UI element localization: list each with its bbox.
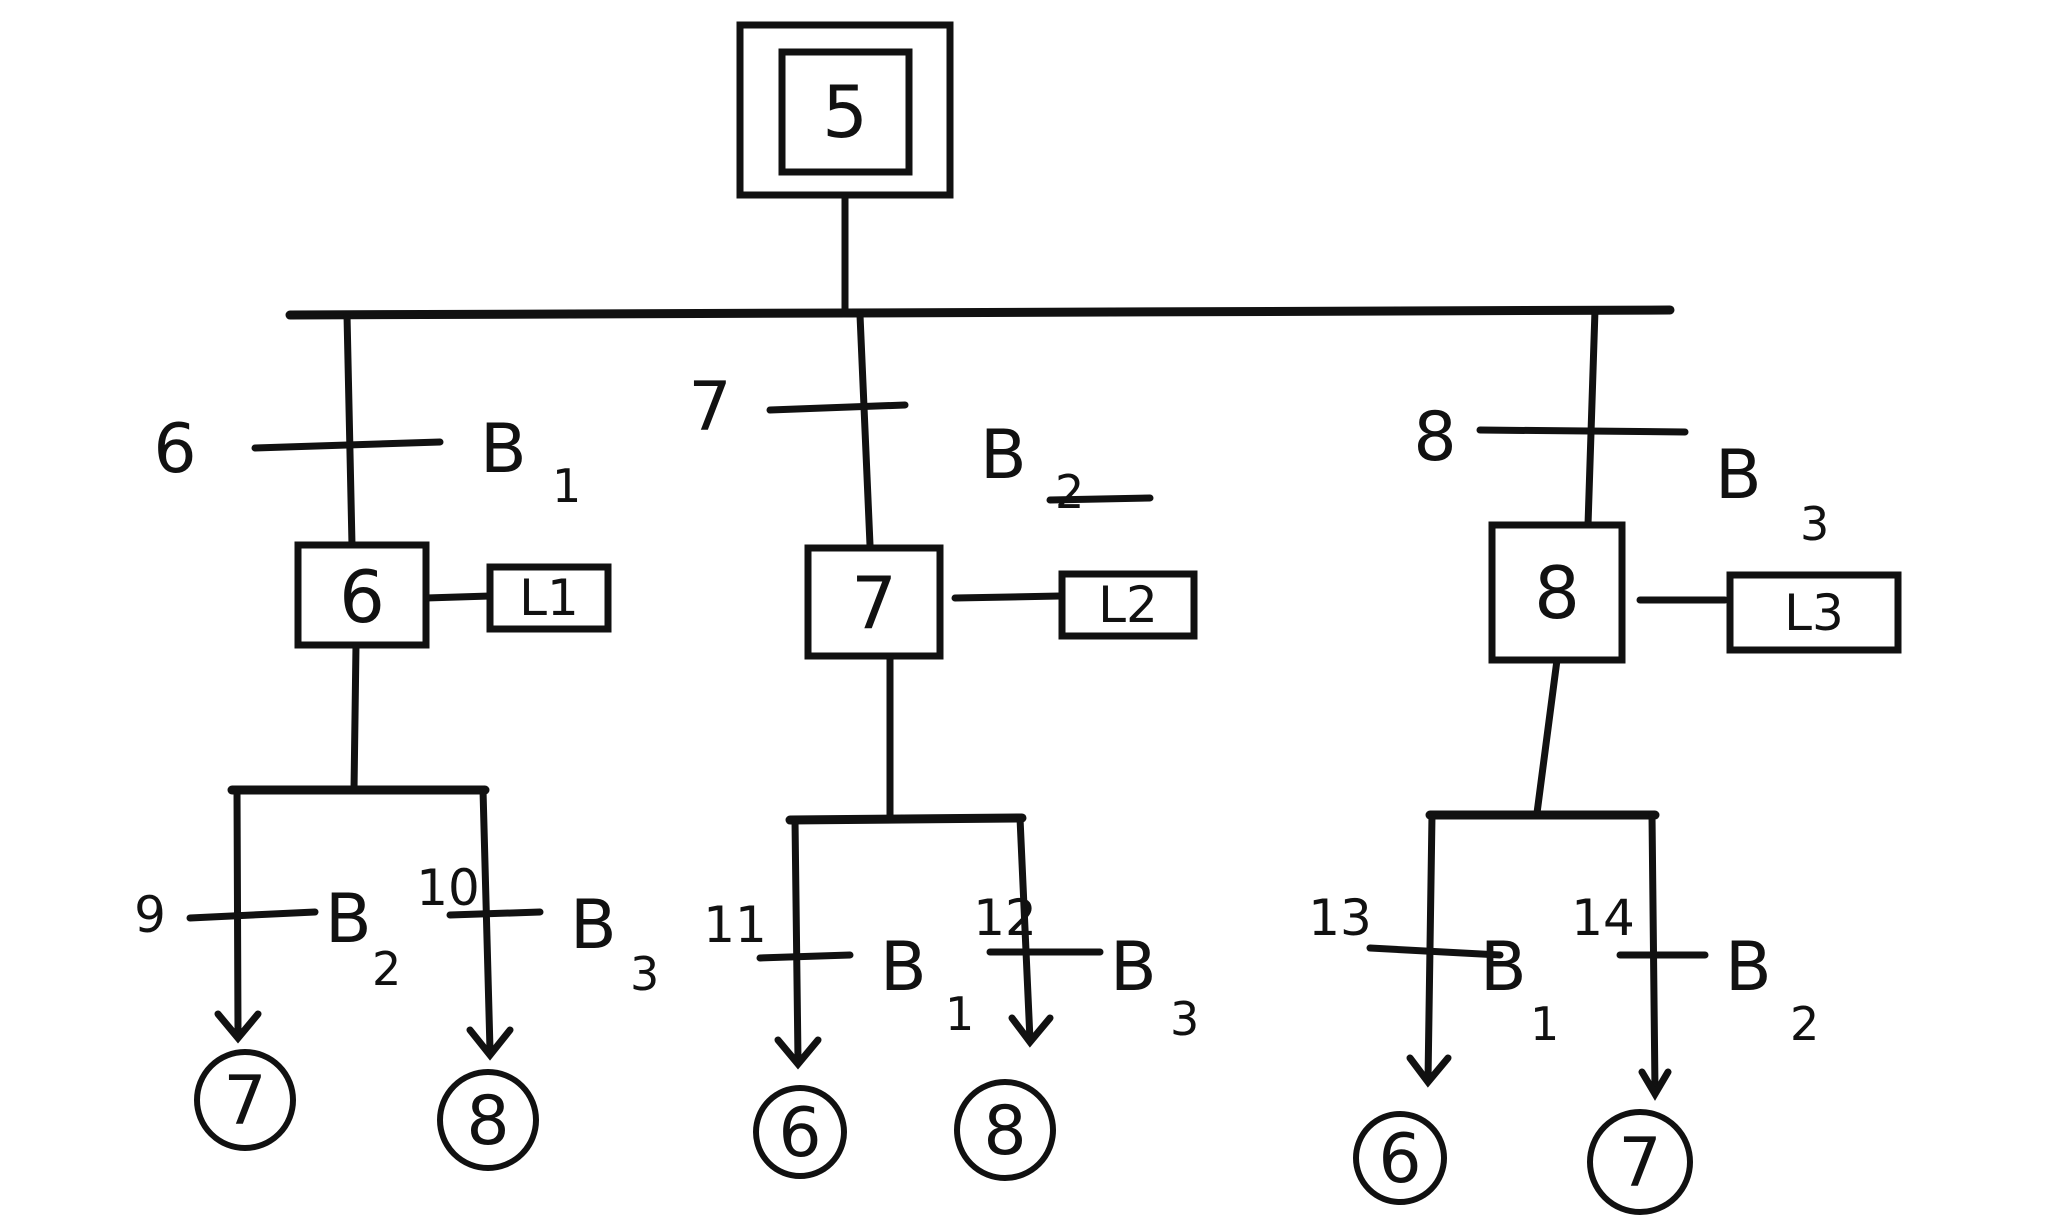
initial-step-label: 5 — [822, 70, 868, 154]
branch-3a-jump-target-label: 6 — [1378, 1120, 1421, 1199]
branch-2b-line — [1016, 814, 1034, 1044]
branch-2b-arrowhead — [1008, 1014, 1054, 1048]
branch-3b-transition-condition: B — [1725, 928, 1772, 1007]
branch-3a-transition-condition: B — [1480, 928, 1527, 1007]
branch-1-action-box — [486, 563, 612, 633]
branch-2b-jump-target-label: 8 — [983, 1092, 1026, 1171]
branch-1-step-label: 6 — [339, 555, 385, 639]
branch-1b-transition-number: 10 — [416, 859, 480, 917]
branch-3a-jump-target-circle — [1353, 1111, 1447, 1205]
branch-1-action-label: L1 — [519, 569, 579, 627]
branch-2b-transition-condition: B — [1110, 928, 1157, 1007]
branch-2-sub-divergence-bar — [785, 813, 1027, 825]
branch-1-action-link — [422, 592, 494, 602]
branch-2-transition-number: 7 — [688, 368, 731, 447]
branch-1-transition-condition: B — [480, 410, 527, 489]
branch-3b-transition-condition-sub: 2 — [1790, 997, 1819, 1051]
branch-1a-line — [233, 786, 242, 1036]
branch-2a-transition-condition-sub: 1 — [945, 987, 974, 1041]
branch-1-transition-condition-sub: 1 — [552, 459, 581, 513]
branch-2a-transition-bar — [756, 951, 854, 962]
branch-2a-jump-target-circle — [753, 1085, 847, 1179]
branch-3a-transition-number: 13 — [1308, 889, 1372, 947]
branch-2-step-box — [804, 544, 944, 660]
branch-2b-transition-condition-sub: 3 — [1170, 992, 1199, 1046]
branch-2-action-label: L2 — [1098, 576, 1158, 634]
branch-1a-transition-number: 9 — [134, 886, 166, 944]
branch-1b-transition-condition: B — [570, 886, 617, 965]
branch-1b-jump-target-circle — [437, 1069, 539, 1171]
branch-1a-transition-bar — [186, 908, 319, 922]
branch-2b-jump-target-circle — [954, 1079, 1056, 1181]
branch-1b-transition-bar — [446, 908, 544, 919]
branch-3-step-label: 8 — [1534, 551, 1580, 635]
branch-1b-line — [479, 786, 494, 1054]
branch-3-transition-condition-sub: 3 — [1800, 497, 1829, 551]
initial-step-inner-box — [778, 48, 913, 176]
branch-3-transition-number: 8 — [1413, 398, 1456, 477]
divergence-bar — [285, 305, 1675, 320]
branch-3a-arrowhead — [1406, 1054, 1452, 1088]
branch-3-transition-bar — [1476, 426, 1689, 436]
branch-3a-transition-condition-sub: 1 — [1530, 997, 1559, 1051]
branch-2-action-link — [951, 592, 1064, 602]
branch-2-transition-condition: B — [980, 416, 1027, 495]
branch-2-line-top — [856, 311, 874, 549]
branch-1a-transition-condition-sub: 2 — [372, 942, 401, 996]
branch-3a-line — [1424, 811, 1436, 1084]
branch-3b-jump-target-circle — [1587, 1109, 1693, 1215]
branch-3b-arrowhead — [1638, 1068, 1672, 1101]
branch-3-line-bottom — [1533, 656, 1561, 817]
branch-2-transition-bar — [766, 401, 909, 414]
branch-2a-transition-number: 11 — [703, 896, 767, 954]
branch-1b-jump-target-label: 8 — [466, 1082, 509, 1161]
branch-1b-transition-condition-sub: 3 — [630, 947, 659, 1001]
branch-2-transition-condition-sub: 2 — [1055, 465, 1084, 519]
branch-1a-jump-target-circle — [194, 1049, 296, 1151]
branch-3a-transition-bar — [1366, 944, 1504, 959]
branch-1a-arrowhead — [214, 1010, 262, 1044]
branch-1a-jump-target-label: 7 — [223, 1062, 266, 1141]
branch-3b-transition-number: 14 — [1571, 889, 1635, 947]
branch-3-line-top — [1584, 306, 1599, 529]
branch-2a-line — [791, 816, 802, 1064]
branch-3-transition-condition: B — [1715, 436, 1762, 515]
branch-3-action-label: L3 — [1784, 584, 1844, 642]
branch-2a-jump-target-label: 6 — [778, 1094, 821, 1173]
branch-1a-transition-condition: B — [325, 880, 372, 959]
branch-1b-arrowhead — [466, 1026, 514, 1061]
branch-1-transition-number: 6 — [153, 410, 196, 489]
branch-2-action-box — [1058, 570, 1198, 640]
branch-3-action-box — [1726, 571, 1902, 654]
branch-3b-jump-target-label: 7 — [1618, 1124, 1661, 1203]
branch-1-line-bottom — [350, 641, 360, 794]
branch-2b-transition-number: 12 — [973, 889, 1037, 947]
branch-1-transition-bar — [251, 438, 444, 452]
branch-1-step-box — [294, 541, 430, 649]
branch-2a-transition-condition: B — [880, 928, 927, 1007]
branch-2-condition-underline — [1046, 494, 1154, 504]
branch-2a-arrowhead — [774, 1036, 822, 1070]
branch-2-step-label: 7 — [851, 561, 897, 645]
branch-1-line-top — [343, 311, 356, 549]
